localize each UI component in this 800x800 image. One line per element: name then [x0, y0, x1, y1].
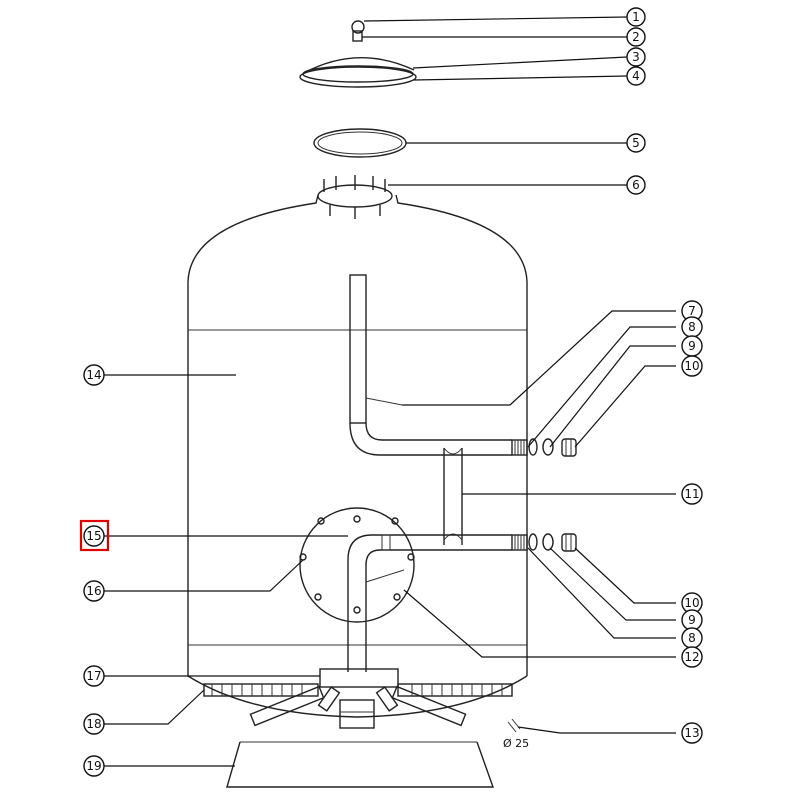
- part-2-air-release-valve: [352, 30, 363, 42]
- part-19-base-stand: [226, 741, 494, 788]
- callout-17: 17: [83, 665, 105, 687]
- callout-10-upper: 10: [681, 355, 703, 377]
- upper-nozzle-fittings: [511, 438, 577, 457]
- svg-text:7: 7: [688, 304, 696, 318]
- callout-18: 18: [83, 713, 105, 735]
- svg-text:11: 11: [684, 487, 699, 501]
- svg-text:1: 1: [632, 10, 640, 24]
- callout-14: 14: [83, 364, 105, 386]
- part-14-tank-body: [187, 194, 528, 718]
- drain-diameter-label: Ø 25: [503, 737, 529, 750]
- upper-collector-pipe: [349, 274, 512, 456]
- callout-8-lower: 8: [681, 627, 703, 649]
- svg-text:12: 12: [684, 650, 699, 664]
- lower-internal-pipe: [347, 534, 512, 672]
- part-18-laterals: [203, 683, 513, 727]
- svg-text:10: 10: [684, 596, 699, 610]
- callout-6: 6: [626, 175, 646, 195]
- part-17-lateral-hub: [319, 668, 399, 729]
- callout-5: 5: [626, 133, 646, 153]
- part-6-top-flange: [317, 175, 393, 219]
- part-16-side-manhole: [299, 507, 415, 623]
- callout-15: 15: [83, 525, 105, 547]
- part-13-drain: Ø 25: [503, 718, 529, 750]
- callout-2: 2: [626, 27, 646, 47]
- part-4-lid-clamp-ring: [299, 66, 417, 88]
- svg-text:10: 10: [684, 359, 699, 373]
- svg-text:3: 3: [632, 50, 640, 64]
- svg-text:15: 15: [86, 529, 101, 543]
- callout-9-upper: 9: [681, 335, 703, 357]
- callout-1: 1: [626, 7, 646, 27]
- callout-12: 12: [681, 646, 703, 668]
- callout-3: 3: [626, 47, 646, 67]
- svg-text:13: 13: [684, 726, 699, 740]
- svg-text:19: 19: [86, 759, 101, 773]
- callout-8-upper: 8: [681, 316, 703, 338]
- callout-16: 16: [83, 580, 105, 602]
- callout-19: 19: [83, 755, 105, 777]
- callout-11: 11: [681, 483, 703, 505]
- part-5-o-ring: [313, 128, 407, 158]
- callout-13: 13: [681, 722, 703, 744]
- svg-text:5: 5: [632, 136, 640, 150]
- svg-text:17: 17: [86, 669, 101, 683]
- svg-text:4: 4: [632, 69, 640, 83]
- svg-text:8: 8: [688, 320, 696, 334]
- svg-text:18: 18: [86, 717, 101, 731]
- svg-text:9: 9: [688, 613, 696, 627]
- svg-text:9: 9: [688, 339, 696, 353]
- part-1-pressure-gauge: [351, 20, 365, 34]
- leader-lines: [104, 16, 676, 767]
- svg-text:14: 14: [86, 368, 101, 382]
- svg-text:6: 6: [632, 178, 640, 192]
- part-11-connecting-pipe: [443, 447, 463, 545]
- svg-text:8: 8: [688, 631, 696, 645]
- callout-9-lower: 9: [681, 609, 703, 631]
- svg-text:16: 16: [86, 584, 101, 598]
- svg-text:2: 2: [632, 30, 640, 44]
- lower-nozzle-fittings: [511, 533, 577, 552]
- callout-15-highlight-box: [79, 519, 110, 552]
- callout-4: 4: [626, 66, 646, 86]
